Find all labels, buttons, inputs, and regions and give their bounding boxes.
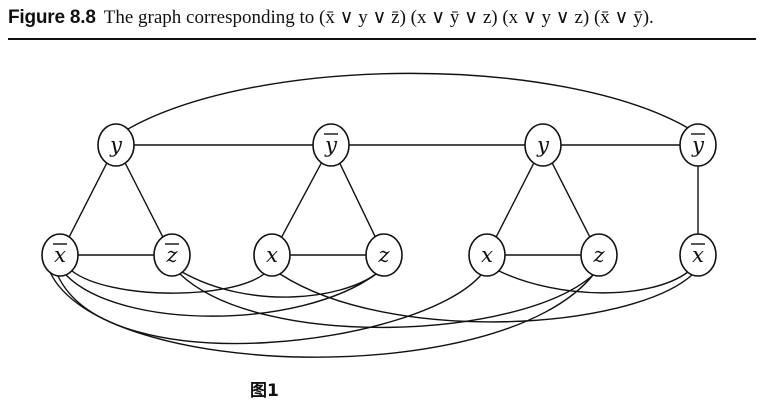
edge-n2-n7: [280, 162, 323, 238]
figure-caption: Figure 8.8 The graph corresponding to (x̄…: [8, 6, 756, 40]
edge-n3-n10: [551, 162, 591, 238]
edge-n6-n8: [181, 271, 377, 298]
node-ellipse: [153, 233, 191, 277]
node-ellipse: [468, 233, 506, 277]
edge-n8-n5: [65, 273, 377, 317]
node-ellipse: [312, 123, 350, 167]
node-ellipse: [679, 233, 717, 277]
graph-node-n9: x: [468, 233, 506, 277]
caption-text: The graph corresponding to (x̄ ∨ y ∨ z̄)…: [103, 7, 654, 28]
node-label: x: [692, 243, 704, 267]
node-ellipse: [679, 123, 717, 167]
node-label: y: [109, 133, 123, 157]
node-label: y: [536, 133, 550, 157]
node-ellipse: [97, 123, 135, 167]
edge-layer: [49, 72, 699, 358]
node-ellipse: [580, 233, 618, 277]
graph-node-n4: y: [679, 123, 717, 167]
edge-n1-n6: [124, 162, 164, 238]
graph-node-n2: y: [312, 123, 350, 167]
node-label: x: [266, 243, 278, 267]
node-ellipse: [41, 233, 79, 277]
node-ellipse: [253, 233, 291, 277]
edge-n6-n10: [179, 273, 594, 329]
graph-node-n10: z: [580, 233, 618, 277]
edge-n7-n11: [279, 273, 693, 323]
graph-node-n5: x: [41, 233, 79, 277]
node-label: x: [481, 243, 493, 267]
graph-node-n6: z: [153, 233, 191, 277]
node-label: z: [592, 243, 605, 267]
edge-n1-n4: [127, 72, 689, 130]
figure-number: 图1: [250, 381, 279, 401]
graph-node-n1: y: [97, 123, 135, 167]
node-label: z: [377, 243, 390, 267]
node-label: x: [54, 243, 66, 267]
edge-n3-n9: [495, 162, 535, 238]
node-ellipse: [365, 233, 403, 277]
edge-n10-n5: [49, 271, 594, 358]
node-ellipse: [524, 123, 562, 167]
graph-node-n3: y: [524, 123, 562, 167]
graph-node-n11: x: [679, 233, 717, 277]
node-label: y: [691, 133, 705, 157]
caption-label: Figure 8.8: [8, 7, 96, 28]
edge-n1-n5: [68, 162, 108, 238]
node-label: z: [165, 243, 178, 267]
edge-n5-n7: [71, 270, 265, 294]
node-label: y: [324, 133, 338, 157]
edge-n2-n8: [339, 163, 376, 237]
node-layer: y y y y x z x z x z x: [41, 123, 717, 277]
graph-node-n8: z: [365, 233, 403, 277]
edge-n9-n11: [498, 270, 689, 294]
edge-n5-n9: [57, 274, 482, 345]
graph-node-n7: x: [253, 233, 291, 277]
